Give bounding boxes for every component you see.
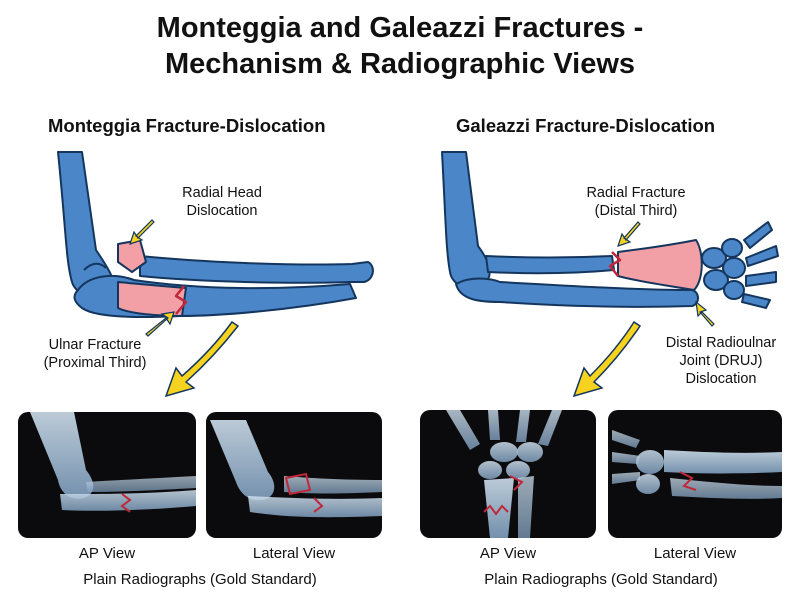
ulna-fracture-line [174,285,188,315]
galeazzi-ap-xray [420,410,596,538]
radial-head-arrow [129,219,155,245]
title-line-2: Mechanism & Radiographic Views [164,48,636,80]
monteggia-lateral-xray [206,412,382,538]
monteggia-ap-xray [18,412,196,538]
monteggia-heading: Monteggia Fracture-Dislocation [48,115,326,136]
radius-fracture-line [608,251,622,277]
galeazzi-heading: Galeazzi Fracture-Dislocation [456,115,716,136]
galeazzi-big-arrow [572,320,642,398]
radius-fracture-highlight [617,239,703,291]
monteggia-ap-view-label: AP View [78,545,136,562]
radius-bone [485,255,615,275]
humerus-bone [57,151,114,297]
label-druj-dislocation: Distal Radioulnar Joint (DRUJ) Dislocati… [665,335,777,387]
galeazzi-lateral-xray [608,410,782,538]
monteggia-big-arrow [164,320,240,398]
druj-arrow [695,300,715,327]
monteggia-radiograph-caption: Plain Radiographs (Gold Standard) [83,571,317,588]
galeazzi-ap-view-label: AP View [479,545,537,562]
ulna-bone [455,277,699,308]
radial-fracture-arrow [617,221,641,247]
monteggia-arm-illustration [57,151,374,319]
title-line-1: Monteggia and Galeazzi Fractures - [156,12,644,44]
radius-bone [139,255,374,284]
galeazzi-lateral-view-label: Lateral View [653,545,737,562]
ulna-fracture-highlight [117,281,187,317]
galeazzi-radiograph-caption: Plain Radiographs (Gold Standard) [484,571,718,588]
page-title: Monteggia and Galeazzi Fractures - Mecha… [0,10,800,82]
label-radial-head-dislocation: Radial Head Dislocation [182,185,262,219]
humerus-bone [441,151,491,289]
ulnar-fracture-arrow [145,311,175,337]
label-ulnar-fracture: Ulnar Fracture (Proximal Third) [43,337,147,371]
label-radial-fracture: Radial Fracture (Distal Third) [586,185,686,219]
galeazzi-arm-illustration [441,151,779,309]
hand-bones [701,221,779,309]
monteggia-lateral-view-label: Lateral View [252,545,336,562]
